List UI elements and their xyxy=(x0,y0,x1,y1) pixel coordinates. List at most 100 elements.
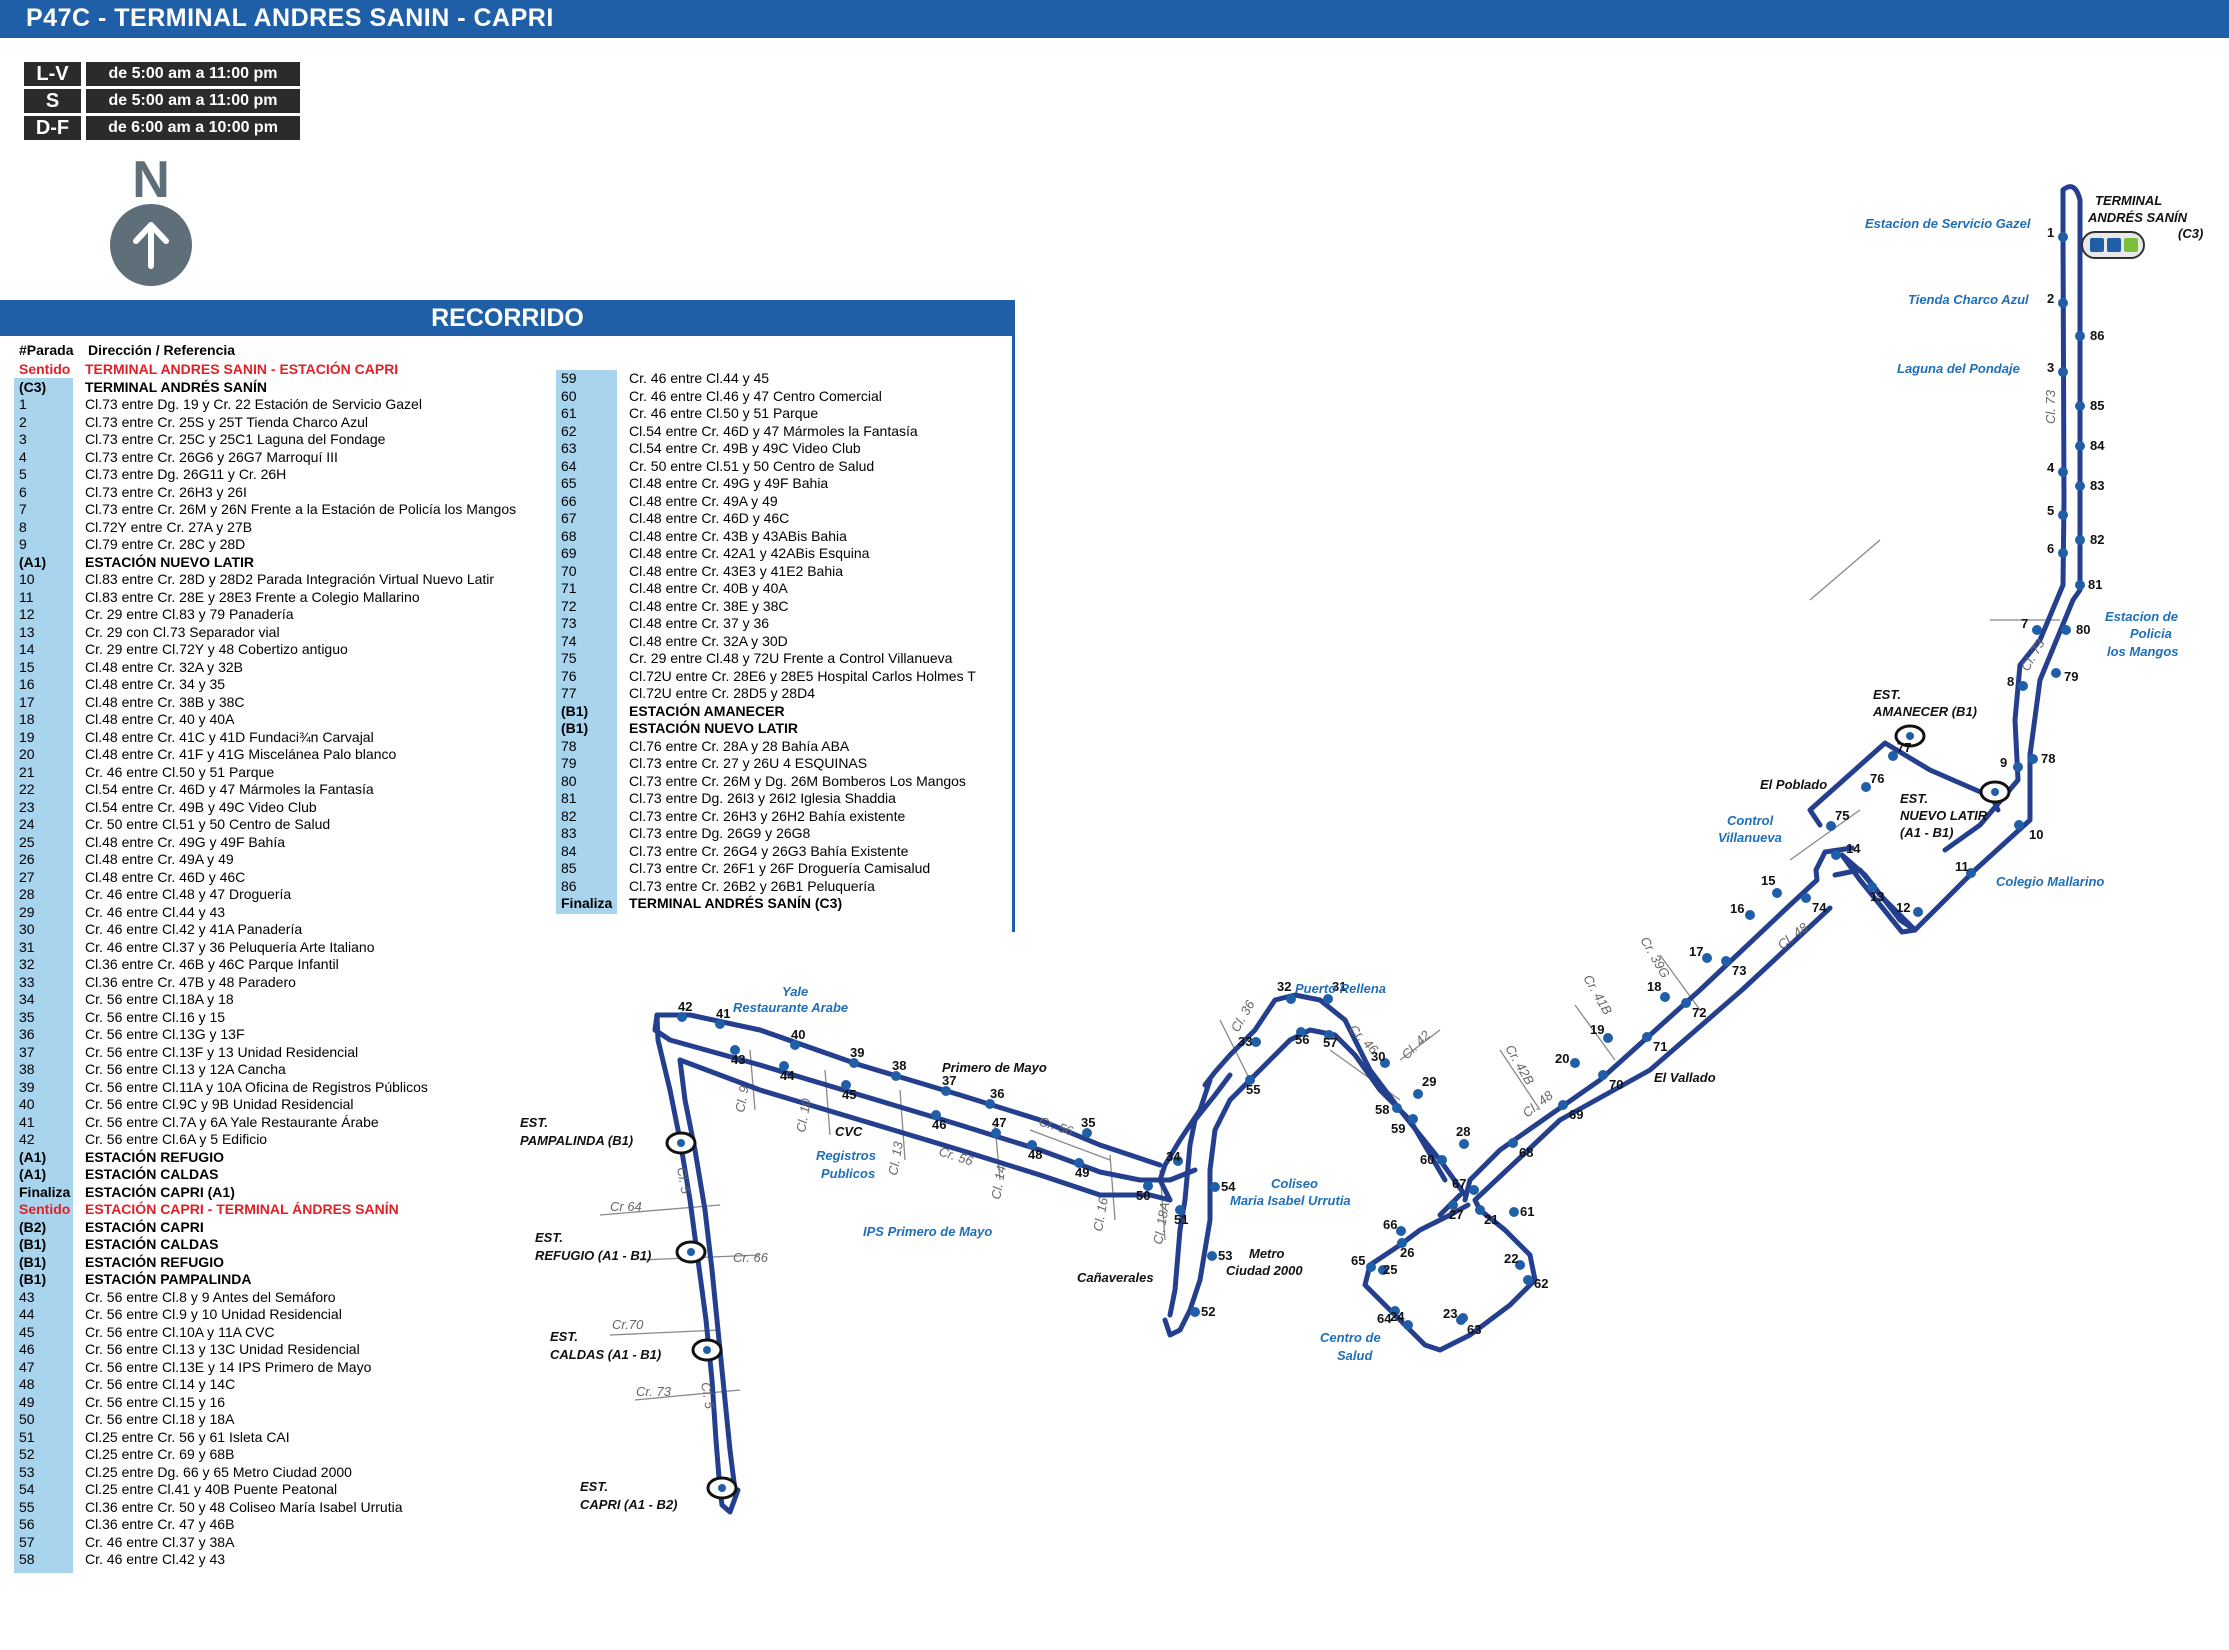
stop-id: (C3) xyxy=(19,378,47,395)
stop-dot xyxy=(1913,907,1923,917)
stop-dot xyxy=(1469,1185,1479,1195)
stop-number: 57 xyxy=(1323,1035,1337,1050)
stop-id: 16 xyxy=(19,676,35,692)
street-lines xyxy=(599,539,2060,1401)
stop-number: 1 xyxy=(2047,225,2054,240)
street-label: Cr 64 xyxy=(610,1199,642,1214)
place-label: CVC xyxy=(835,1124,863,1139)
stop-description: Cl.36 entre Cr. 50 y 48 Coliseo María Is… xyxy=(85,1498,403,1515)
stop-dot xyxy=(1515,1260,1525,1270)
stop-number: 29 xyxy=(1422,1074,1436,1089)
stop-number: 40 xyxy=(791,1027,805,1042)
stop-id: 72 xyxy=(561,597,577,614)
place-label: Registros xyxy=(816,1148,876,1163)
stop-dot xyxy=(1681,998,1691,1008)
stop-description: Cl.48 entre Cr. 43E3 y 41E2 Bahia xyxy=(629,562,844,579)
stop-number: 42 xyxy=(678,999,692,1014)
stop-description: Cl.36 entre Cr. 47B y 48 Paradero xyxy=(85,973,296,990)
street-label: Cl. 5 xyxy=(674,1166,694,1196)
stop-number: 14 xyxy=(1846,841,1861,856)
stop-number: 47 xyxy=(992,1115,1006,1130)
street-label: Cl. 42 xyxy=(1399,1027,1434,1062)
stop-description: Cl.72Y entre Cr. 27A y 27B xyxy=(85,518,253,535)
stop-dot xyxy=(1456,1315,1466,1325)
stop-id: 32 xyxy=(19,956,35,972)
stop-id: 53 xyxy=(19,1463,35,1480)
schedule-time: de 5:00 am a 11:00 pm xyxy=(86,89,300,113)
stop-dot xyxy=(1027,1140,1037,1150)
stop-description: Cr. 46 entre Cl.50 y 51 Parque xyxy=(629,405,819,421)
stop-id: 24 xyxy=(19,816,35,832)
stop-description: Cl.54 entre Cr. 46D y 47 Mármoles la Fan… xyxy=(629,422,918,439)
title-bar: P47C - TERMINAL ANDRES SANIN - CAPRI xyxy=(0,0,2229,38)
stop-dot xyxy=(2051,668,2061,678)
stop-number: 44 xyxy=(780,1068,795,1083)
stop-id: (B1) xyxy=(561,720,589,736)
stop-description: Cl.48 entre Cr. 34 y 35 xyxy=(85,676,226,692)
stop-dot xyxy=(790,1040,800,1050)
stop-number: 51 xyxy=(1174,1212,1188,1227)
stop-id: 38 xyxy=(19,1061,35,1077)
stop-id: Sentido xyxy=(19,1201,71,1217)
stop-dot xyxy=(730,1045,740,1055)
stop-description: Cl.73 entre Cr. 26H3 y 26H2 Bahía existe… xyxy=(629,807,906,824)
stop-description: Cl.54 entre Cr. 46D y 47 Mármoles la Fan… xyxy=(85,781,374,797)
stop-number: 48 xyxy=(1028,1147,1042,1162)
stop-description: ESTACIÓN CALDAS xyxy=(85,1166,219,1182)
stop-id: (B2) xyxy=(19,1218,47,1235)
stop-id: 56 xyxy=(19,1516,35,1532)
stop-dot xyxy=(1173,1156,1183,1166)
stop-id: 27 xyxy=(19,868,35,885)
stop-dot xyxy=(1598,1070,1608,1080)
stop-description: Cr. 56 entre Cl.9 y 10 Unidad Residencia… xyxy=(85,1306,342,1322)
stop-id: 67 xyxy=(561,510,577,526)
stop-description: Cl.48 entre Cr. 43B y 43ABis Bahia xyxy=(629,527,847,544)
stop-dot xyxy=(1392,1103,1402,1113)
stop-description: Cr. 56 entre Cl.7A y 6A Yale Restaurante… xyxy=(85,1113,379,1130)
stop-id: 64 xyxy=(561,457,577,474)
stop-id: 54 xyxy=(19,1481,35,1497)
stop-number: 56 xyxy=(1295,1032,1309,1047)
stop-description: Cr. 46 entre Cl.37 y 36 Peluquería Arte … xyxy=(85,938,375,955)
place-label: Metro xyxy=(1249,1246,1284,1261)
stop-dot xyxy=(2058,467,2068,477)
stop-dot xyxy=(1437,1155,1447,1165)
stop-dot xyxy=(2058,298,2068,308)
stop-number: 80 xyxy=(2076,622,2090,637)
stop-dot xyxy=(1509,1207,1519,1217)
stop-description: Cl.73 entre Cr. 25C y 25C1 Laguna del Fo… xyxy=(85,431,386,447)
stop-id: 17 xyxy=(19,693,35,710)
stop-id: Finaliza xyxy=(561,895,613,911)
stop-id: 78 xyxy=(561,737,577,754)
stop-description: Cl.73 entre Cr. 26M y Dg. 26M Bomberos L… xyxy=(629,772,966,789)
stop-dot xyxy=(841,1080,851,1090)
stop-id: (A1) xyxy=(19,553,47,570)
place-label: TERMINAL xyxy=(2095,193,2162,208)
stop-dot xyxy=(715,1019,725,1029)
street-label: Cr. 41B xyxy=(1580,972,1615,1018)
stop-description: Cr. 46 entre Cl.42 y 41A Panadería xyxy=(85,921,303,937)
stop-description: Cl.73 entre Dg. 26I3 y 26I2 Iglesia Shad… xyxy=(629,790,896,806)
schedule-time: de 5:00 am a 11:00 pm xyxy=(86,62,300,86)
column-header-parada: #Parada xyxy=(19,342,74,358)
stop-id: 6 xyxy=(19,483,27,500)
stop-id: 61 xyxy=(561,405,577,421)
stop-number: 32 xyxy=(1277,979,1291,994)
stop-description: Cl.72U entre Cr. 28E6 y 28E5 Hospital Ca… xyxy=(629,667,976,684)
route-title: P47C - TERMINAL ANDRES SANIN - CAPRI xyxy=(26,4,554,32)
stop-id: 63 xyxy=(561,440,577,456)
place-label: PAMPALINDA (B1) xyxy=(520,1133,633,1148)
stop-id: 59 xyxy=(561,370,577,386)
stop-description: ESTACIÓN CAPRI xyxy=(85,1218,204,1235)
stop-id: 30 xyxy=(19,921,35,937)
stop-number: 62 xyxy=(1534,1276,1548,1291)
stop-description: Cr. 46 entre Cl.37 y 38A xyxy=(85,1533,235,1550)
stop-id: (B1) xyxy=(19,1236,47,1252)
stop-dot xyxy=(1403,1320,1413,1330)
stop-description: Cl.73 entre Dg. 26G9 y 26G8 xyxy=(629,825,811,841)
stop-id: 45 xyxy=(19,1323,35,1340)
stop-description: Cl.54 entre Cr. 49B y 49C Video Club xyxy=(85,798,317,815)
place-label: Restaurante Arabe xyxy=(733,1000,848,1015)
stop-number: 22 xyxy=(1504,1251,1518,1266)
street-label: Cl. 13 xyxy=(885,1140,906,1177)
